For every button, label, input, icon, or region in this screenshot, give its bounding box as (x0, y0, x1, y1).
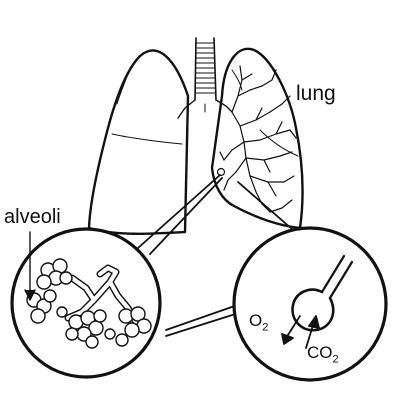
right-lung (212, 49, 303, 228)
lung-label: lung (296, 82, 336, 106)
oxygen-label: O2 (249, 311, 268, 333)
carbon-dioxide-label: CO2 (307, 343, 339, 365)
alveolus-marker (218, 169, 225, 176)
trachea (195, 38, 216, 100)
carbon-dioxide-subscript: 2 (333, 353, 339, 365)
alveoli-zoom-circle (12, 229, 160, 377)
carbon-dioxide-symbol: CO (307, 343, 333, 362)
left-lung (89, 50, 188, 233)
bronchi (178, 100, 232, 118)
oxygen-subscript: 2 (262, 321, 268, 333)
alveoli-label: alveoli (4, 206, 61, 229)
oxygen-symbol: O (249, 311, 262, 330)
